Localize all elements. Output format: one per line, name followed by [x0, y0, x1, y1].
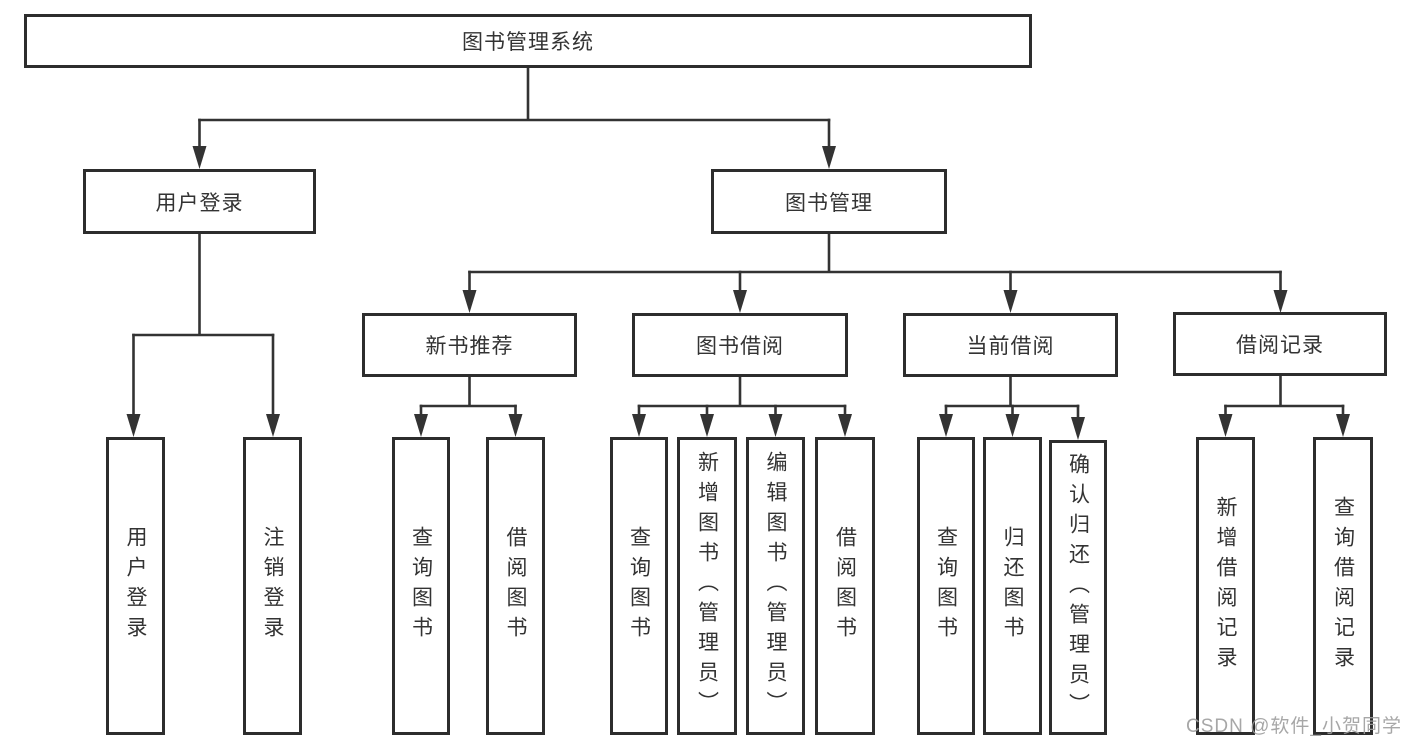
leaf-label: 新增图书（管理员）	[695, 451, 719, 721]
leaf-borrow-books-2: 借阅图书	[815, 437, 875, 735]
connector-new-book-children	[419, 377, 517, 418]
leaf-label: 归还图书	[1001, 526, 1025, 646]
leaf-query-books-1: 查询图书	[392, 437, 450, 735]
node-current-borrowing: 当前借阅	[903, 313, 1118, 377]
node-new-book-recommend: 新书推荐	[362, 313, 577, 377]
leaf-label: 借阅图书	[504, 526, 528, 646]
connector-current-borrow-children	[944, 377, 1080, 420]
leaf-add-borrow-record: 新增借阅记录	[1196, 437, 1255, 735]
leaf-label: 查询借阅记录	[1331, 496, 1355, 676]
leaf-query-books-3: 查询图书	[917, 437, 975, 735]
connector-root-arrowheads	[192, 146, 836, 169]
node-borrowing-records: 借阅记录	[1173, 312, 1387, 376]
connector-user-login-arrowheads	[126, 414, 280, 437]
leaf-label: 新增借阅记录	[1214, 496, 1238, 676]
connector-book-borrow-children	[637, 377, 847, 418]
node-label: 图书借阅	[696, 335, 784, 358]
connector-user-login-children	[132, 234, 275, 418]
leaf-user-login: 用户登录	[106, 437, 165, 735]
leaf-label: 注销登录	[261, 526, 285, 646]
connector-new-book-arrowheads	[414, 414, 523, 437]
leaf-label: 编辑图书（管理员）	[764, 451, 788, 721]
leaf-edit-book-admin: 编辑图书（管理员）	[746, 437, 805, 735]
connector-root-to-branches	[198, 68, 831, 150]
node-book-management: 图书管理	[711, 169, 947, 234]
csdn-watermark: CSDN @软件_小贺同学	[1186, 716, 1402, 737]
node-library-system: 图书管理系统	[24, 14, 1032, 68]
leaf-label: 确认归还（管理员）	[1066, 452, 1090, 723]
node-label: 当前借阅	[966, 335, 1055, 358]
leaf-query-books-2: 查询图书	[610, 437, 668, 735]
node-label: 图书管理系统	[462, 31, 594, 54]
leaf-label: 查询图书	[409, 526, 433, 646]
connector-current-borrow-arrowheads	[939, 414, 1085, 440]
leaf-label: 查询图书	[934, 526, 958, 646]
leaf-label: 借阅图书	[833, 526, 857, 646]
leaf-label: 用户登录	[124, 526, 148, 646]
leaf-return-books: 归还图书	[983, 437, 1042, 735]
connector-borrow-records-arrowheads	[1218, 414, 1350, 437]
leaf-query-borrow-record: 查询借阅记录	[1313, 437, 1373, 735]
leaf-label: 查询图书	[627, 526, 651, 646]
node-book-borrowing: 图书借阅	[632, 313, 848, 377]
node-label: 用户登录	[155, 191, 244, 215]
leaf-logout: 注销登录	[243, 437, 302, 735]
connector-book-management-arrowheads	[462, 290, 1288, 313]
node-label: 新书推荐	[425, 335, 514, 358]
connector-book-management-children	[468, 234, 1282, 294]
node-label: 图书管理	[785, 191, 873, 215]
node-label: 借阅记录	[1236, 334, 1324, 357]
leaf-confirm-return-admin: 确认归还（管理员）	[1049, 440, 1107, 735]
leaf-borrow-books-1: 借阅图书	[486, 437, 545, 735]
connector-book-borrow-arrowheads	[632, 414, 852, 437]
leaf-add-book-admin: 新增图书（管理员）	[677, 437, 737, 735]
connector-borrow-records-children	[1224, 376, 1345, 418]
node-user-login: 用户登录	[83, 169, 316, 234]
